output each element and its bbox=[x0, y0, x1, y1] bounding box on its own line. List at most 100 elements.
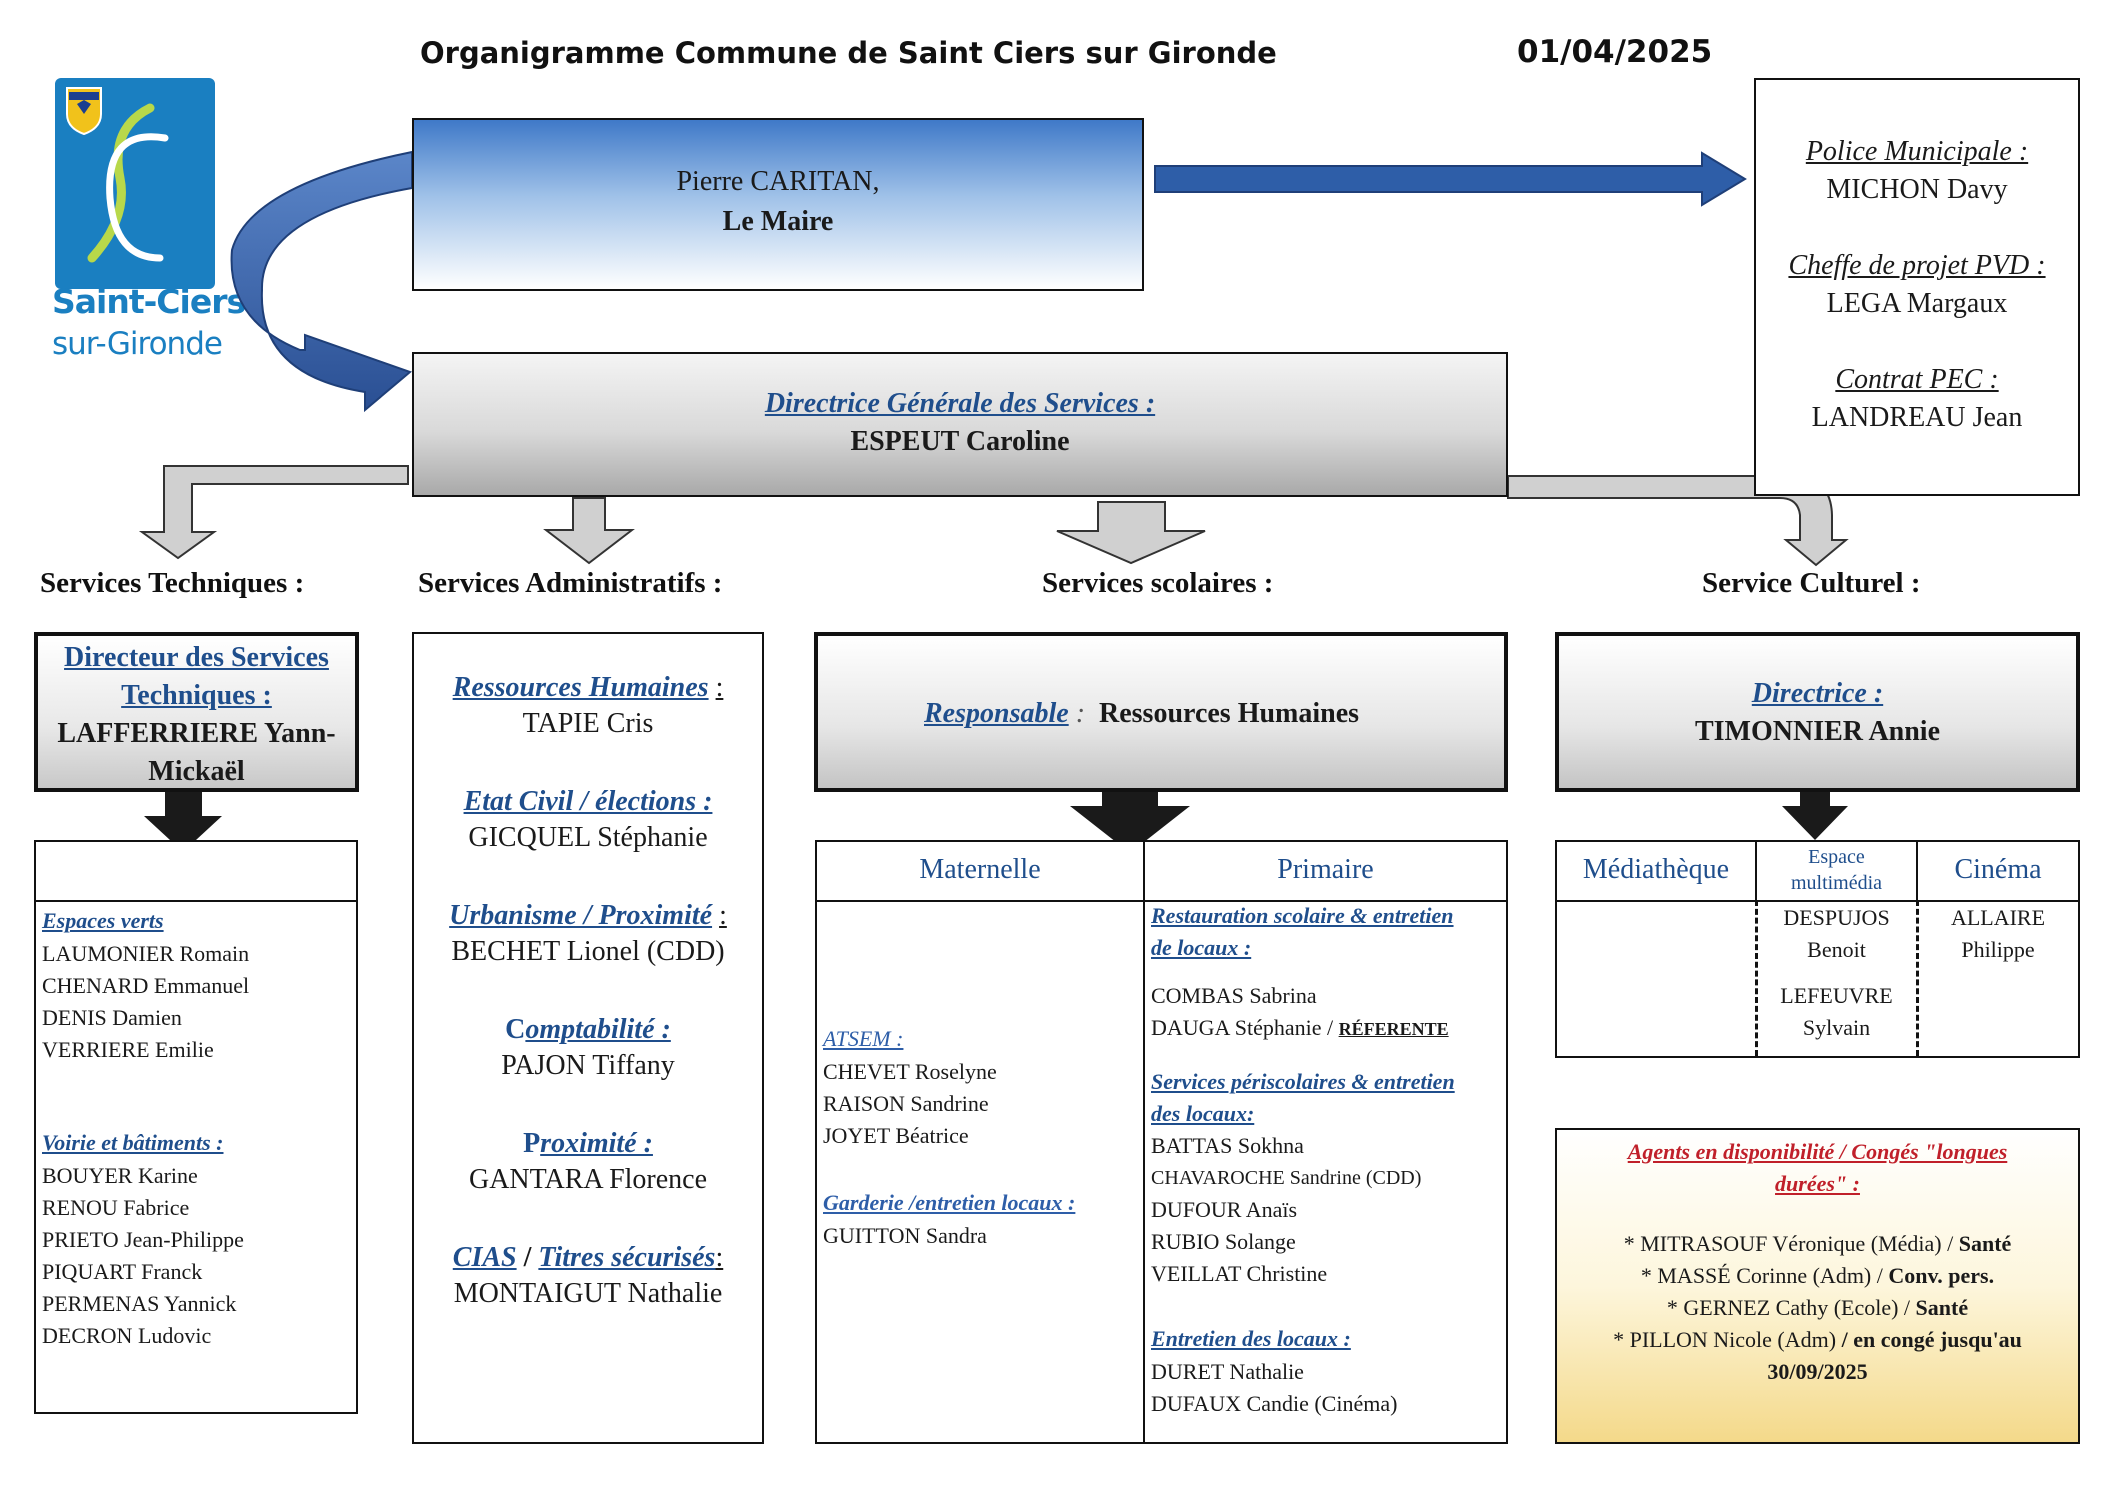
scol-resto-list: COMBAS Sabrina DAUGA Stéphanie / RÉFEREN… bbox=[1151, 980, 1449, 1045]
cult-col-divider-1 bbox=[1755, 842, 1757, 900]
scol-peri-label: Services périscolaires & entretien des l… bbox=[1151, 1066, 1455, 1130]
scol-resp-box: Responsable : Ressources Humaines bbox=[814, 632, 1508, 792]
admin-titres-label-text: Titres sécurisés bbox=[538, 1242, 716, 1273]
arrow-cult-down-icon bbox=[1782, 767, 1848, 840]
list-item: RUBIO Solange bbox=[1151, 1229, 1296, 1254]
admin-cias-name: MONTAIGUT Nathalie bbox=[453, 1278, 723, 1309]
list-item: RAISON Sandrine bbox=[823, 1091, 989, 1116]
admin-cias-slash: / bbox=[523, 1242, 532, 1273]
cult-header-divider bbox=[1557, 900, 2078, 902]
section-title-scol: Services scolaires : bbox=[1042, 567, 1274, 599]
list-item: DAUGA Stéphanie / RÉFERENTE bbox=[1151, 1012, 1449, 1045]
admin-prox-label: Proximité : bbox=[414, 1128, 762, 1160]
list-item: DUFAUX Candie (Cinéma) bbox=[1151, 1391, 1398, 1416]
scol-staff-box: Maternelle Primaire ATSEM : CHEVET Rosel… bbox=[815, 840, 1508, 1444]
list-item: LAUMONIER Romain bbox=[42, 941, 250, 966]
scol-resto-label: Restauration scolaire & entretien de loc… bbox=[1151, 900, 1454, 964]
section-title-admin: Services Administratifs : bbox=[418, 567, 723, 599]
page-date: 01/04/2025 bbox=[1517, 34, 1713, 70]
cult-multimedia-header-2: multimédia bbox=[1790, 872, 1883, 894]
agent-reason: Santé bbox=[1915, 1295, 1969, 1320]
admin-ec-name: GICQUEL Stéphanie bbox=[468, 822, 708, 853]
list-item: PIQUART Franck bbox=[42, 1259, 203, 1284]
list-item: PERMENAS Yannick bbox=[42, 1291, 237, 1316]
scol-resp-value: Ressources Humaines bbox=[1099, 698, 1360, 729]
list-item: * PILLON Nicole (Adm) / en congé jusqu'a… bbox=[1557, 1324, 2078, 1356]
list-item: BATTAS Sokhna bbox=[1151, 1133, 1304, 1158]
maire-name: Pierre CARITAN, bbox=[676, 166, 880, 197]
admin-urb-colon: : bbox=[719, 900, 727, 931]
admin-prox-label-first: P bbox=[523, 1128, 541, 1159]
list-item: DECRON Ludovic bbox=[42, 1323, 212, 1348]
admin-box: Ressources Humaines : TAPIE Cris Etat Ci… bbox=[412, 632, 764, 1444]
page-title: Organigramme Commune de Saint Ciers sur … bbox=[420, 36, 1277, 70]
scol-resp-colon: : bbox=[1075, 698, 1086, 729]
arrow-scol-down-icon bbox=[1070, 763, 1190, 853]
tech-voirie-label: Voirie et bâtiments : bbox=[42, 1130, 224, 1155]
scol-resto-2-name: DAUGA Stéphanie / bbox=[1151, 1015, 1339, 1040]
tech-director-label-2: Techniques : bbox=[121, 680, 272, 711]
agent-text: * GERNEZ Cathy (Ecole) / bbox=[1666, 1295, 1916, 1320]
scol-atsem-label: ATSEM : bbox=[823, 1026, 904, 1051]
list-item: GUITTON Sandra bbox=[823, 1223, 987, 1248]
scol-entretien-list: DURET Nathalie DUFAUX Candie (Cinéma) bbox=[1151, 1356, 1397, 1420]
maire-role: Le Maire bbox=[722, 206, 834, 237]
scol-resto-label-2: de locaux : bbox=[1151, 935, 1252, 960]
list-item: CHEVET Roselyne bbox=[823, 1059, 997, 1084]
admin-prox-name: GANTARA Florence bbox=[468, 1164, 708, 1195]
admin-rh-label: Ressources Humaines : bbox=[414, 672, 762, 704]
logo-text-line1: Saint-Ciers bbox=[52, 282, 246, 321]
cult-dash-divider-1 bbox=[1755, 900, 1758, 1056]
scol-atsem-list: CHEVET Roselyne RAISON Sandrine JOYET Bé… bbox=[823, 1056, 997, 1152]
tech-espaces-list: LAUMONIER Romain CHENARD Emmanuel DENIS … bbox=[42, 938, 249, 1066]
tech-director-label-1: Directeur des Services bbox=[64, 642, 329, 673]
arrow-dgs-to-tech-icon bbox=[138, 465, 409, 560]
agent-text: * PILLON Nicole (Adm) bbox=[1613, 1327, 1842, 1352]
list-item: CHENARD Emmanuel bbox=[42, 973, 250, 998]
arrow-tech-down-icon bbox=[144, 792, 222, 852]
admin-compta-label-rest: omptabilité : bbox=[525, 1014, 671, 1045]
cult-mediatheque-header: Médiathèque bbox=[1582, 854, 1730, 885]
scol-column-divider bbox=[1143, 842, 1145, 1442]
list-item: PRIETO Jean-Philippe bbox=[42, 1227, 244, 1252]
agents-list: * MITRASOUF Véronique (Média) / Santé * … bbox=[1557, 1228, 2078, 1388]
scol-referente-badge: RÉFERENTE bbox=[1338, 1019, 1449, 1039]
list-item: VEILLAT Christine bbox=[1151, 1261, 1328, 1286]
list-item: 30/09/2025 bbox=[1767, 1359, 1868, 1384]
admin-compta-label: Comptabilité : bbox=[414, 1014, 762, 1046]
admin-urb-label: Urbanisme / Proximité : bbox=[414, 900, 762, 932]
tech-director-box: Directeur des Services Techniques : LAFF… bbox=[34, 632, 359, 792]
section-title-tech: Services Techniques : bbox=[40, 567, 305, 599]
cult-cinema-list: ALLAIRE Philippe bbox=[1918, 902, 2078, 966]
admin-ec-label: Etat Civil / élections : bbox=[463, 786, 713, 817]
arrow-curved-maire-to-dgs-icon bbox=[230, 150, 413, 413]
list-item: Benoit bbox=[1807, 937, 1866, 962]
scol-garderie-label: Garderie /entretien locaux : bbox=[823, 1190, 1076, 1215]
police-name: MICHON Davy bbox=[1826, 174, 2008, 205]
list-item: * GERNEZ Cathy (Ecole) / Santé bbox=[1557, 1292, 2078, 1324]
logo-emblem-icon bbox=[66, 87, 169, 263]
list-item: JOYET Béatrice bbox=[823, 1123, 969, 1148]
agents-title: Agents en disponibilité / Congés "longue… bbox=[1557, 1136, 2078, 1200]
cult-staff-box: Médiathèque Espace multimédia Cinéma DES… bbox=[1555, 840, 2080, 1058]
list-item: * MASSÉ Corinne (Adm) / Conv. pers. bbox=[1557, 1260, 2078, 1292]
commune-logo bbox=[55, 78, 215, 289]
admin-compta-label-first: C bbox=[505, 1014, 526, 1045]
agent-text: * MITRASOUF Véronique (Média) / bbox=[1623, 1231, 1959, 1256]
admin-rh-name: TAPIE Cris bbox=[522, 708, 654, 739]
pvd-name: LEGA Margaux bbox=[1826, 288, 2008, 319]
tech-director-name-1: LAFFERRIERE Yann- bbox=[57, 718, 336, 749]
admin-urb-label-text: Urbanisme / Proximité bbox=[449, 900, 713, 931]
list-item: DUFOUR Anaïs bbox=[1151, 1197, 1298, 1222]
arrow-dgs-to-scol-icon bbox=[1056, 501, 1206, 565]
admin-cias-colon: : bbox=[715, 1242, 724, 1273]
admin-cias-label-text: CIAS bbox=[452, 1242, 517, 1273]
scol-resto-label-1: Restauration scolaire & entretien bbox=[1151, 903, 1454, 928]
admin-compta-name: PAJON Tiffany bbox=[501, 1050, 675, 1081]
scol-peri-list: BATTAS Sokhna CHAVAROCHE Sandrine (CDD) … bbox=[1151, 1130, 1421, 1290]
scol-primaire-header: Primaire bbox=[1277, 854, 1374, 885]
scol-peri-label-1: Services périscolaires & entretien bbox=[1151, 1069, 1455, 1094]
admin-urb-name: BECHET Lionel (CDD) bbox=[451, 936, 725, 967]
tech-staff-box: Espaces verts LAUMONIER Romain CHENARD E… bbox=[34, 840, 358, 1414]
police-label: Police Municipale : bbox=[1805, 136, 2029, 167]
